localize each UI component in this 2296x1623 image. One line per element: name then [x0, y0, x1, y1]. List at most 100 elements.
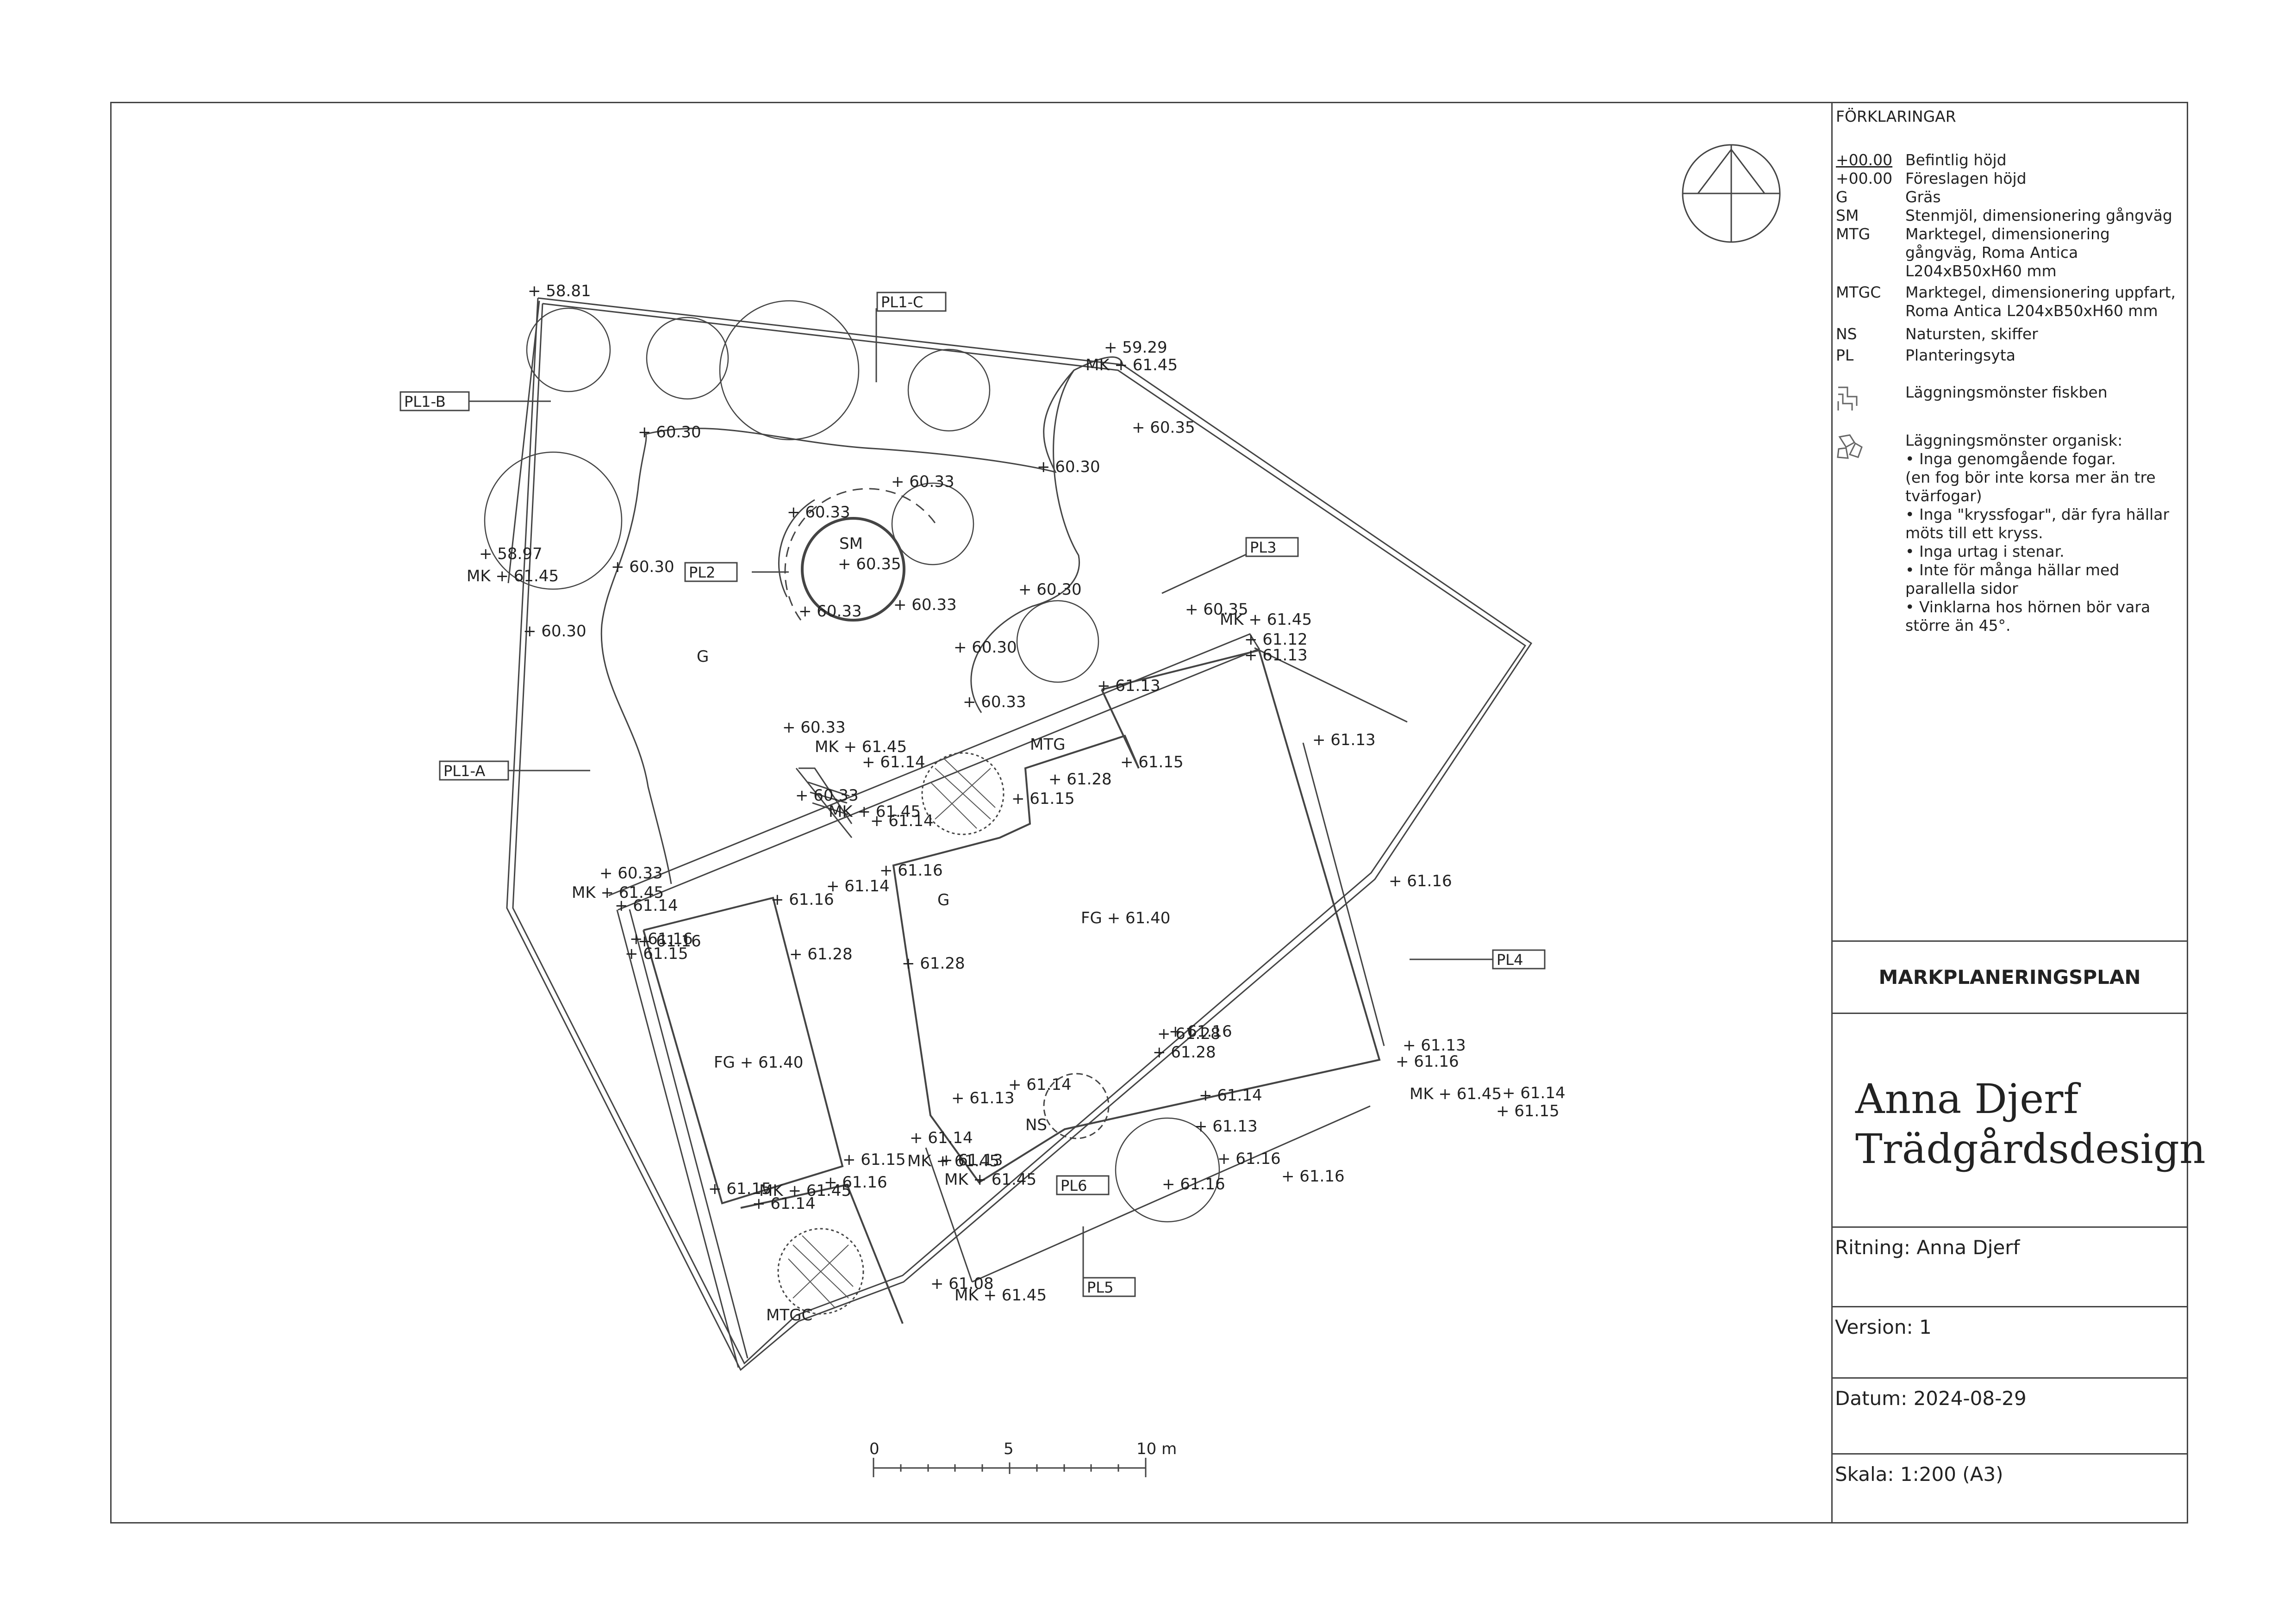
elevation-label: + 61.13	[951, 1089, 1015, 1107]
zone-tag-label: PL2	[689, 564, 715, 581]
elevation-label: + 61.14	[1199, 1086, 1262, 1105]
elevation-label: + 60.30	[954, 638, 1017, 657]
zone-tag: PL6	[1056, 1175, 1110, 1195]
elevation-label: + 61.16	[880, 861, 943, 880]
legend-title: FÖRKLARINGAR	[1836, 107, 1956, 125]
elevation-label: MK + 61.45	[1410, 1085, 1502, 1103]
legend-row-fishbone: Läggningsmönster fiskben	[1836, 383, 2183, 413]
elevation-label: + 61.13	[1403, 1036, 1466, 1055]
elevation-label: + 61.16	[824, 1173, 887, 1192]
elevation-label: + 61.14	[1502, 1084, 1566, 1102]
fishbone-pattern-icon	[1837, 386, 1858, 410]
elevation-label: + 61.28	[789, 945, 853, 964]
elevation-label: + 60.30	[1037, 458, 1100, 476]
area-label: SM	[839, 535, 863, 553]
elevation-label: + 60.33	[799, 602, 862, 621]
elevation-label: MK + 61.45	[572, 883, 664, 902]
elevation-label: + 61.13	[1244, 646, 1308, 665]
elevation-label: + 61.15	[708, 1180, 772, 1198]
elevation-label: MK + 61.45	[1220, 610, 1312, 629]
scale: Skala: 1:200 (A3)	[1831, 1453, 2188, 1524]
elevation-label: + 61.15	[1120, 753, 1184, 771]
elevation-label: MK + 61.45	[815, 738, 907, 756]
elevation-label: + 60.33	[891, 473, 955, 491]
elevation-label: + 60.30	[638, 423, 701, 442]
elevation-label: MK + 61.45	[907, 1152, 999, 1170]
zone-tag: PL2	[684, 562, 789, 582]
elevation-label: + 61.14	[1008, 1076, 1072, 1094]
drawing-frame	[110, 102, 2188, 1524]
scale-label-5: 5	[1004, 1440, 1014, 1458]
side-panel	[1831, 102, 2188, 1524]
elevation-label: + 61.12	[1244, 630, 1308, 649]
elevation-label: + 61.08	[930, 1275, 994, 1293]
zone-tag: PL5	[1082, 1226, 1136, 1297]
elevation-label: + 61.16	[1217, 1150, 1281, 1168]
house-outline	[643, 649, 1381, 1324]
north-arrow-icon	[1682, 144, 1781, 243]
elevation-label: + 60.35	[1132, 418, 1195, 437]
zone-tag-label: PL1-A	[443, 762, 485, 780]
elevation-label: MK + 61.45	[1086, 356, 1178, 374]
zone-tag-label: PL1-C	[881, 293, 923, 311]
zone-tag-label: PL5	[1087, 1279, 1113, 1296]
elevation-label: + 61.13	[940, 1151, 1003, 1169]
elevation-label: + 61.14	[910, 1129, 973, 1147]
zone-tag: PL3	[1161, 537, 1299, 594]
elevation-label: + 58.97	[479, 545, 543, 563]
elevation-label: + 58.81	[528, 282, 591, 300]
area-label: G	[937, 891, 949, 909]
elevation-label: + 61.15	[1011, 790, 1075, 808]
elevation-label: + 61.15	[625, 945, 688, 963]
elevation-label: + 61.28	[1157, 1025, 1221, 1043]
zone-tag-label: PL4	[1497, 951, 1523, 969]
area-label: MTG	[1030, 735, 1065, 754]
zone-tag: PL1-A	[439, 760, 590, 781]
elevation-label: + 60.33	[599, 864, 663, 883]
area-label: MTGC	[766, 1306, 812, 1325]
elevation-label: + 61.14	[862, 753, 925, 771]
elevation-label: + 61.28	[1153, 1043, 1216, 1062]
version: Version: 1	[1831, 1306, 2188, 1377]
zone-tag-label: PL6	[1061, 1177, 1087, 1194]
drawn-by: Ritning: Anna Djerf	[1831, 1226, 2188, 1306]
zone-tag: PL1-C	[875, 292, 947, 382]
elevation-label: + 60.33	[963, 693, 1026, 711]
elevation-label: + 61.15	[842, 1150, 906, 1169]
scale-bar	[873, 1458, 1147, 1477]
upper-terrace-wall	[608, 633, 1260, 911]
tree-symbols	[484, 300, 1220, 1223]
circular-path-sm	[778, 488, 936, 622]
plan-title: MARKPLANERINGSPLAN	[1831, 940, 2188, 1013]
hatch-lines	[788, 759, 996, 1308]
area-label: FG + 61.40	[714, 1053, 803, 1072]
elevation-label: + 61.14	[752, 1194, 816, 1213]
elevation-label: + 61.13	[1194, 1117, 1258, 1136]
elevation-label: + 61.16	[1162, 1175, 1225, 1194]
area-label: NS	[1025, 1116, 1047, 1134]
elevation-label: + 61.14	[870, 812, 934, 830]
legend-row-organic: Läggningsmönster organisk: • Inga genomg…	[1836, 431, 2183, 635]
elevation-label: + 61.13	[1097, 677, 1160, 695]
elevation-label: + 59.29	[1104, 338, 1167, 357]
elevation-label: + 61.16	[1396, 1052, 1459, 1071]
zone-tag-label: PL1-B	[404, 393, 446, 410]
planting-bed-outlines	[600, 356, 1123, 884]
property-boundary	[506, 297, 1533, 1371]
elevation-label: + 61.16	[1281, 1167, 1345, 1186]
elevation-label: + 60.33	[782, 718, 846, 737]
elevation-label: + 60.30	[523, 622, 586, 640]
elevation-label: + 61.14	[615, 896, 678, 915]
elevation-label: MK + 61.45	[944, 1170, 1036, 1189]
elevation-label: + 61.28	[902, 954, 965, 973]
elevation-label: + 61.14	[826, 877, 890, 895]
